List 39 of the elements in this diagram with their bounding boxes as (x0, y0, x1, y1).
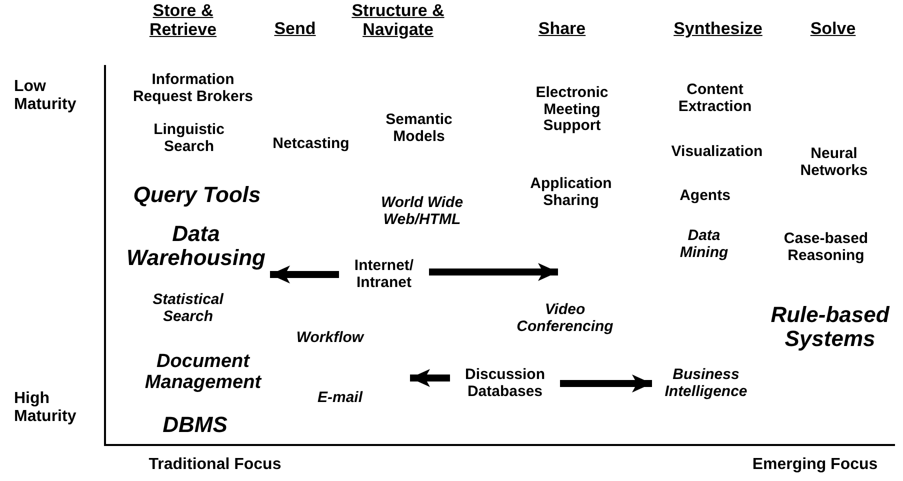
technology-label: Query Tools (133, 183, 261, 208)
technology-label: Neural Networks (799, 146, 869, 179)
technology-label: Internet/ Intranet (353, 258, 415, 291)
axis-label: High Maturity (14, 390, 78, 426)
technology-label: Information Request Brokers (132, 72, 254, 105)
column-heading: Store & Retrieve (148, 2, 218, 40)
technology-label: Discussion Databases (464, 367, 546, 400)
arrow (270, 266, 339, 284)
technology-label: Electronic Meeting Support (534, 85, 610, 134)
column-heading: Share (538, 20, 586, 39)
technology-label: Data Mining (678, 228, 730, 261)
technology-label: Content Extraction (677, 82, 753, 115)
axis-label: Emerging Focus (752, 456, 878, 474)
technology-label: World Wide Web/HTML (380, 195, 464, 228)
column-heading: Send (274, 20, 316, 39)
technology-label: Data Warehousing (126, 222, 266, 270)
technology-label: Statistical Search (152, 292, 225, 325)
arrow (429, 263, 558, 281)
column-heading: Solve (810, 20, 856, 39)
column-heading: Synthesize (674, 20, 762, 39)
column-heading: Structure & Navigate (350, 2, 446, 40)
technology-label: Case-based Reasoning (782, 231, 870, 264)
arrow (410, 369, 450, 387)
technology-label: Netcasting (272, 136, 350, 152)
arrow (560, 374, 652, 392)
technology-label: Semantic Models (384, 112, 454, 145)
axis-label: Traditional Focus (148, 456, 282, 474)
technology-label: Business Intelligence (664, 367, 748, 400)
technology-label: Video Conferencing (516, 302, 614, 335)
technology-label: Agents (680, 188, 730, 204)
technology-label: Visualization (671, 144, 763, 160)
technology-label: Rule-based Systems (770, 303, 891, 352)
technology-label: Document Management (144, 352, 263, 394)
axis-label: Low Maturity (14, 78, 78, 114)
technology-label: Workflow (296, 330, 364, 346)
technology-label: Application Sharing (529, 176, 613, 209)
technology-label: E-mail (318, 390, 362, 406)
technology-label: DBMS (162, 413, 228, 438)
technology-label: Linguistic Search (152, 122, 226, 155)
